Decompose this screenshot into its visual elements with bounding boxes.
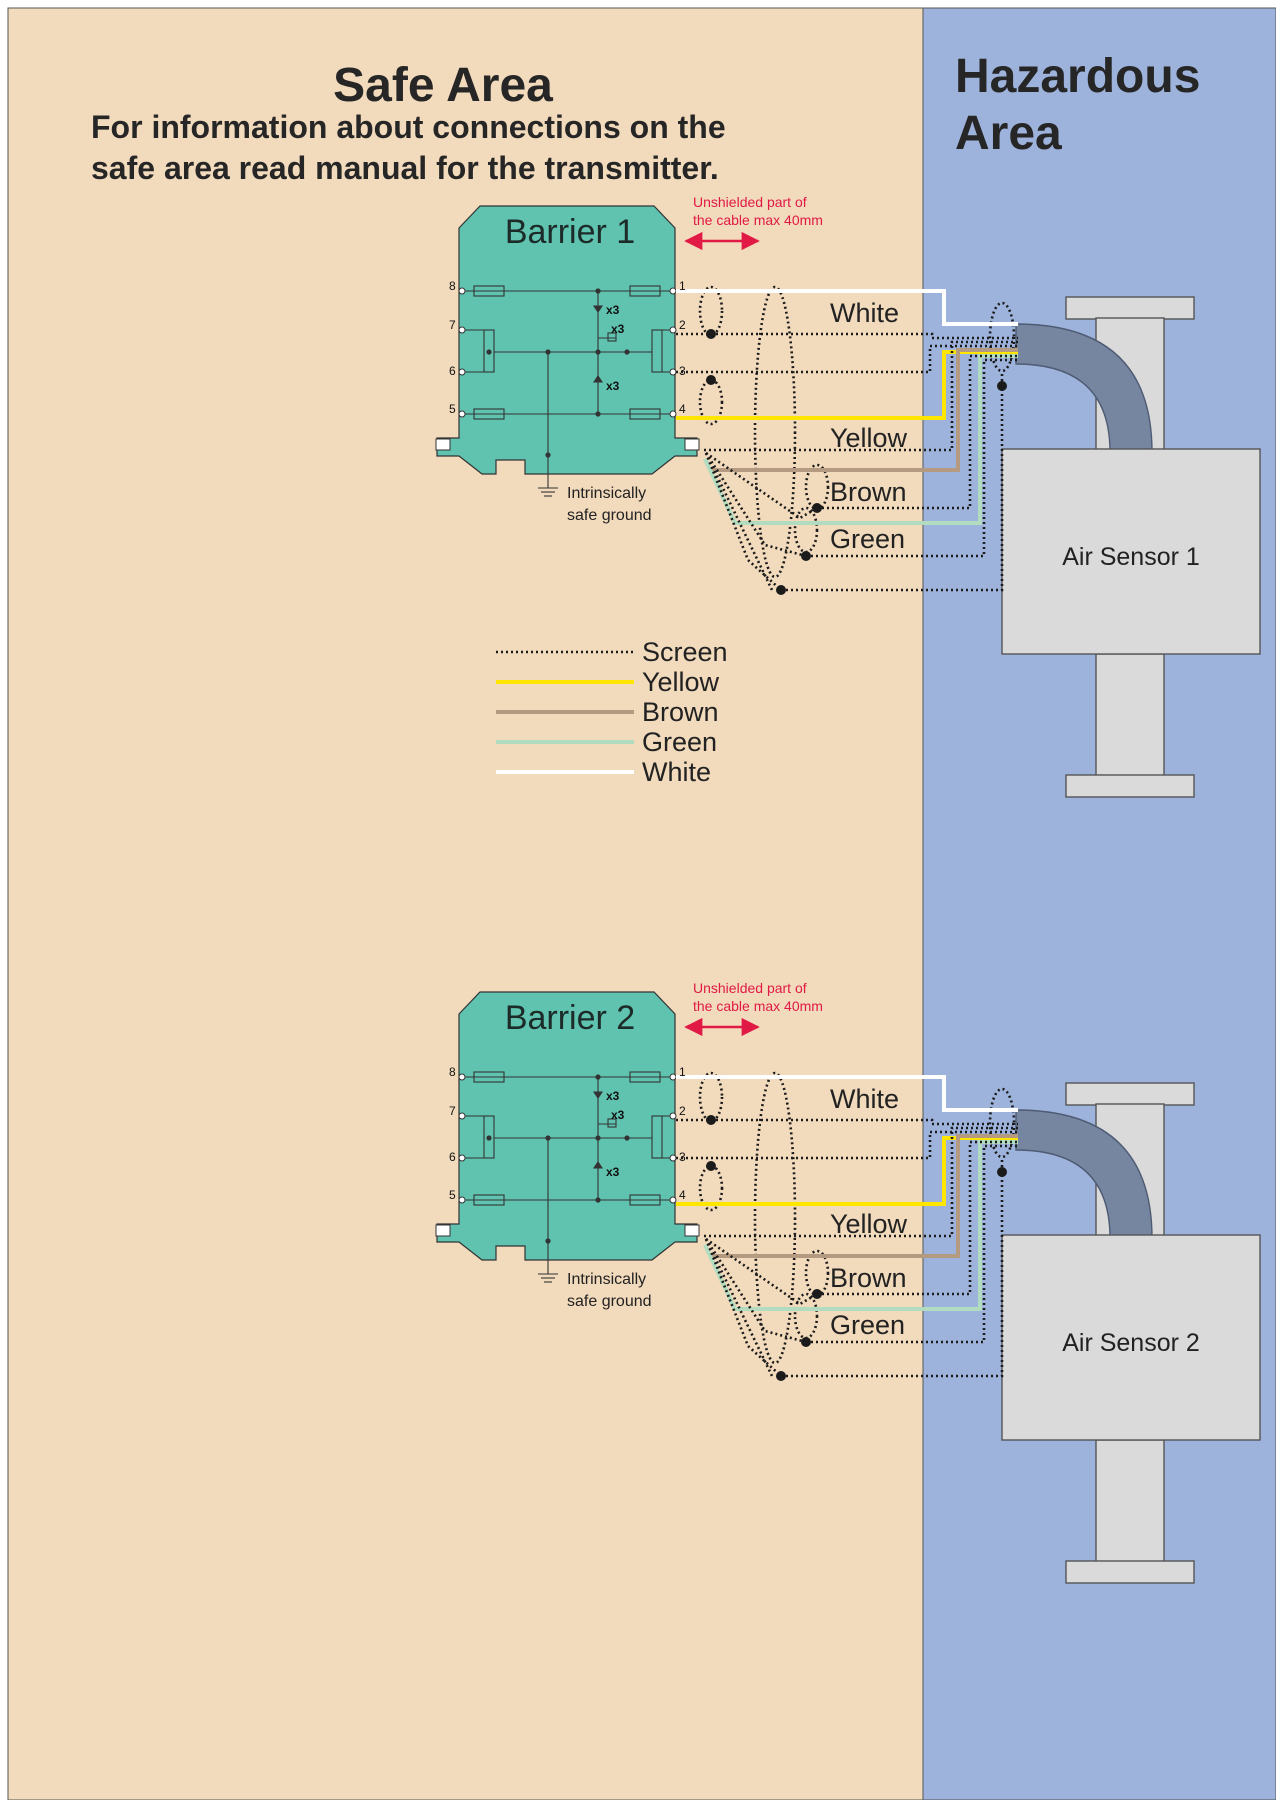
barrier-2-pin-6: 6 [449,1150,456,1164]
barrier-1-pin-4: 4 [679,402,686,416]
barrier-1: Barrier 1 8 7 6 5 1 2 3 4 x3 x3 x3 Intri… [449,213,686,524]
wire-legend: Screen Yellow Brown Green White [496,637,728,787]
hazardous-area-title-line2: Area [955,107,1062,160]
barrier-2-pin-7: 7 [449,1104,456,1118]
unit-1: Barrier 1 8 7 6 5 1 2 3 4 x3 x3 x3 Intri… [436,194,1260,797]
legend-label-yellow: Yellow [642,667,720,697]
barrier-2-ground-label-line1: Intrinsically [567,1271,646,1288]
legend-label-brown: Brown [642,697,719,727]
unit-1-wire-label-yellow: Yellow [830,423,908,453]
safe-area-title: Safe Area [333,59,553,112]
unit-1-unshielded-note-line2: the cable max 40mm [693,212,823,228]
barrier-2-zener-multiplier-b: x3 [611,1108,625,1122]
barrier-1-pin-7: 7 [449,318,456,332]
unit-2-unshielded-note-line1: Unshielded part of [693,980,807,996]
barrier-1-ground-label-line2: safe ground [567,507,652,524]
barrier-1-pin-8: 8 [449,279,456,293]
unit-2-wire-label-white: White [830,1084,899,1114]
barrier-2-pin-5: 5 [449,1188,456,1202]
barrier-2-pin-1: 1 [679,1065,686,1079]
barrier-1-zener-multiplier-c: x3 [606,379,620,393]
barrier-1-pin-3: 3 [679,364,686,378]
unit-2-wire-label-yellow: Yellow [830,1209,908,1239]
barrier-2-pin-2: 2 [679,1104,686,1118]
barrier-1-pin-6: 6 [449,364,456,378]
barrier-1-pin-1: 1 [679,279,686,293]
barrier-1-zener-multiplier-b: x3 [611,322,625,336]
barrier-2-pin-8: 8 [449,1065,456,1079]
barrier-1-pin-5: 5 [449,402,456,416]
unit-1-wire-label-brown: Brown [830,477,907,507]
barrier-2-pin-4: 4 [679,1188,686,1202]
barrier-2-pin-3: 3 [679,1150,686,1164]
barrier-2-zener-multiplier-c: x3 [606,1165,620,1179]
barrier-1-pin-2: 2 [679,318,686,332]
safe-area-subtitle-line2: safe area read manual for the transmitte… [91,150,719,186]
unit-2-wire-label-green: Green [830,1310,905,1340]
barrier-1-title: Barrier 1 [505,213,635,251]
barrier-2-zener-multiplier-a: x3 [606,1089,620,1103]
unit-2-wire-label-brown: Brown [830,1263,907,1293]
legend-label-screen: Screen [642,637,728,667]
barrier-1-zener-multiplier-a: x3 [606,303,620,317]
barrier-1-ground-label-line1: Intrinsically [567,485,646,502]
legend-label-green: Green [642,727,717,757]
air-sensor-2-label: Air Sensor 2 [1062,1329,1200,1357]
barrier-2-ground-label-line2: safe ground [567,1293,652,1310]
barrier-2: Barrier 2 8 7 6 5 1 2 3 4 x3 x3 x3 Intri… [449,999,686,1310]
unit-1-unshielded-note-line1: Unshielded part of [693,194,807,210]
unit-1-wire-label-green: Green [830,524,905,554]
unit-1-wire-label-white: White [830,298,899,328]
air-sensor-1-label: Air Sensor 1 [1062,543,1200,571]
legend-label-white: White [642,757,711,787]
safe-area-subtitle-line1: For information about connections on the [91,109,726,145]
unit-2: Barrier 2 8 7 6 5 1 2 3 4 x3 x3 x3 Intri… [436,980,1260,1583]
hazardous-area-title-line1: Hazardous [955,50,1200,103]
unit-2-unshielded-note-line2: the cable max 40mm [693,998,823,1014]
barrier-2-title: Barrier 2 [505,999,635,1037]
